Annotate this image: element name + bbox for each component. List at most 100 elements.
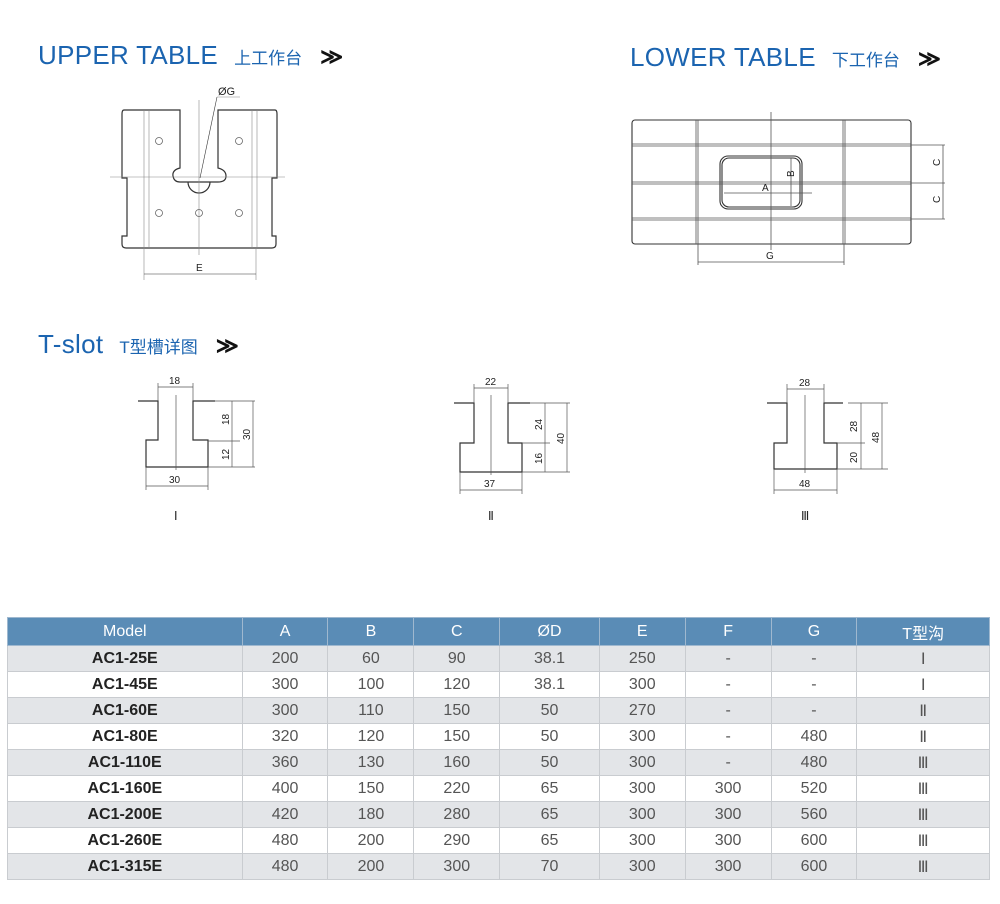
table-cell: - — [684, 671, 772, 698]
table-cell: - — [770, 645, 858, 672]
tslot-3-drawing: 28 48 28 20 48 Ⅲ — [767, 378, 888, 523]
column-header: ØD — [499, 617, 600, 646]
dim-top: 22 — [485, 377, 497, 388]
table-cell: 100 — [327, 671, 415, 698]
table-cell: 50 — [499, 723, 600, 750]
dim-total: 30 — [242, 428, 253, 440]
table-cell: 600 — [770, 827, 858, 854]
table-cell: 300 — [241, 697, 329, 724]
dimension-label-e: E — [196, 263, 203, 274]
table-cell: 270 — [598, 697, 686, 724]
table-cell: - — [684, 645, 772, 672]
table-cell: 300 — [598, 801, 686, 828]
table-cell: 65 — [499, 801, 600, 828]
column-header: A — [241, 617, 329, 646]
dimension-label-g: ØG — [218, 86, 235, 98]
table-cell: 70 — [499, 853, 600, 880]
table-cell: 300 — [598, 671, 686, 698]
table-cell: - — [684, 723, 772, 750]
double-chevron-icon: ≫ — [320, 44, 343, 69]
table-cell: 65 — [499, 827, 600, 854]
table-cell: 200 — [327, 853, 415, 880]
table-cell: 250 — [598, 645, 686, 672]
table-cell: 38.1 — [499, 671, 600, 698]
column-header: Model — [7, 617, 243, 646]
dim-upper: 24 — [534, 418, 545, 430]
table-cell: 300 — [684, 775, 772, 802]
tslot-2-drawing: 22 37 24 16 40 Ⅱ — [454, 377, 570, 523]
table-cell: 480 — [241, 827, 329, 854]
model-cell: AC1-200E — [7, 801, 243, 828]
dim-total: 48 — [871, 431, 882, 443]
upper-table-heading: UPPER TABLE 上工作台 ≫ — [38, 40, 343, 71]
dimension-label-c: C — [932, 196, 943, 203]
dimension-label-c: C — [932, 159, 943, 166]
table-cell: 50 — [499, 749, 600, 776]
table-cell: 520 — [770, 775, 858, 802]
dim-lower: 16 — [534, 452, 545, 464]
table-cell: Ⅱ — [856, 723, 990, 750]
dim-total: 40 — [556, 432, 567, 444]
table-cell: - — [770, 697, 858, 724]
table-cell: 120 — [327, 723, 415, 750]
model-cell: AC1-260E — [7, 827, 243, 854]
tslot-heading: T-slot T型槽详图 ≫ — [38, 329, 239, 360]
tslot-label: Ⅱ — [488, 509, 494, 523]
heading-zh: 下工作台 — [831, 51, 900, 70]
column-header: C — [413, 617, 501, 646]
table-cell: 300 — [598, 853, 686, 880]
table-cell: Ⅲ — [856, 801, 990, 828]
table-cell: 290 — [413, 827, 501, 854]
heading-zh: T型槽详图 — [119, 338, 198, 357]
table-cell: 360 — [241, 749, 329, 776]
table-cell: - — [770, 671, 858, 698]
dim-lower: 12 — [221, 448, 232, 460]
table-cell: 320 — [241, 723, 329, 750]
table-cell: 160 — [413, 749, 501, 776]
tslot-label: Ⅰ — [174, 509, 178, 523]
model-cell: AC1-60E — [7, 697, 243, 724]
table-cell: - — [684, 697, 772, 724]
dim-top: 28 — [799, 378, 811, 389]
lower-table-drawing: A B C C G — [631, 112, 945, 265]
tslot-label: Ⅲ — [801, 509, 809, 523]
heading-zh: 上工作台 — [234, 49, 303, 68]
table-cell: 480 — [770, 749, 858, 776]
double-chevron-icon: ≫ — [215, 333, 239, 358]
table-cell: 480 — [770, 723, 858, 750]
table-cell: 300 — [598, 827, 686, 854]
model-cell: AC1-110E — [7, 749, 243, 776]
heading-en: T-slot — [38, 329, 104, 359]
heading-en: UPPER TABLE — [38, 40, 219, 70]
table-cell: Ⅱ — [856, 697, 990, 724]
table-cell: Ⅲ — [856, 853, 990, 880]
table-cell: 300 — [598, 723, 686, 750]
table-cell: 150 — [413, 697, 501, 724]
table-cell: 220 — [413, 775, 501, 802]
table-cell: 300 — [598, 749, 686, 776]
table-cell: 150 — [327, 775, 415, 802]
model-cell: AC1-315E — [7, 853, 243, 880]
table-cell: 300 — [684, 827, 772, 854]
table-cell: 280 — [413, 801, 501, 828]
table-cell: Ⅲ — [856, 749, 990, 776]
table-cell: 300 — [598, 775, 686, 802]
table-cell: 480 — [241, 853, 329, 880]
table-cell: 200 — [327, 827, 415, 854]
tslot-1-drawing: 18 30 18 12 30 Ⅰ — [138, 376, 255, 523]
dim-bottom: 37 — [484, 479, 496, 490]
table-cell: Ⅰ — [856, 645, 990, 672]
dimension-label-b: B — [786, 170, 797, 177]
table-cell: 400 — [241, 775, 329, 802]
double-chevron-icon: ≫ — [917, 46, 941, 71]
table-cell: 420 — [241, 801, 329, 828]
